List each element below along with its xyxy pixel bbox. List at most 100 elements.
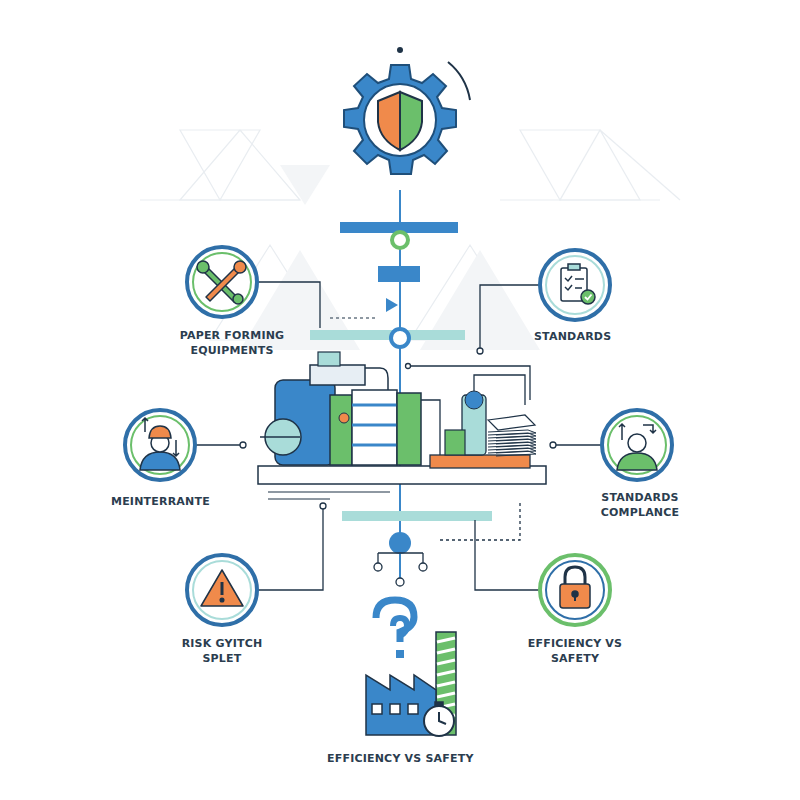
icon-inner-rings	[608, 416, 666, 474]
icon-label: PAPER FORMING EQUIPMENTS	[171, 328, 293, 358]
paper-machine	[352, 444, 397, 447]
icon-circles	[187, 247, 257, 317]
icon-circles	[602, 410, 672, 480]
icon-circles	[540, 555, 610, 625]
paper-machine	[365, 368, 388, 390]
icon-label: RISK GYITCH SPLET	[167, 636, 277, 666]
icon-label: EFFICIENCY VS SAFETY	[525, 636, 625, 666]
compliance-icon	[617, 453, 657, 470]
paper-machine	[330, 395, 352, 465]
leader-dots	[550, 442, 556, 448]
leader-lines	[258, 508, 323, 590]
factory-icon	[437, 638, 455, 642]
lock-icon	[560, 567, 590, 608]
worker-icon	[142, 418, 179, 456]
checklist-icon	[568, 264, 580, 270]
central-spine	[330, 317, 376, 318]
compliance-icon	[628, 434, 646, 452]
factory-icon	[408, 704, 418, 714]
leader-dots	[320, 503, 326, 509]
gear-shield	[397, 47, 403, 53]
label-text: PAPER FORMING EQUIPMENTS	[171, 328, 293, 358]
checklist-icon	[581, 290, 595, 304]
paper-machine	[352, 404, 397, 407]
paper-machine	[339, 413, 349, 423]
factory-icon	[439, 712, 446, 724]
wrench-icon	[197, 261, 246, 304]
central-spine	[342, 511, 492, 521]
icon-inner-rings	[546, 561, 604, 619]
leader-lines	[196, 282, 601, 590]
central-spine	[389, 532, 411, 554]
central-spine	[396, 578, 404, 586]
checklist-icon	[585, 295, 592, 300]
worker-icon	[140, 418, 180, 470]
paper-machine	[258, 466, 546, 484]
paper-machine	[310, 365, 365, 385]
paper-machine	[352, 424, 397, 427]
warning-icon	[201, 570, 243, 606]
warning-icon	[221, 582, 224, 595]
paper-machine	[430, 455, 530, 468]
checklist-icon	[565, 276, 584, 290]
leader-dots	[477, 348, 483, 354]
factory-icon	[437, 693, 455, 697]
leader-dots	[406, 364, 411, 369]
leader-lines	[440, 500, 520, 540]
leader-lines	[556, 444, 601, 445]
factory-icon	[437, 660, 455, 664]
factory-icon	[366, 600, 456, 736]
factory-icon	[437, 671, 455, 675]
gear-shield	[448, 62, 470, 100]
paper-machine	[318, 352, 340, 366]
paper-machine	[474, 375, 525, 405]
paper-machine	[488, 451, 536, 456]
background-fill	[280, 165, 330, 205]
leader-lines	[410, 366, 530, 400]
central-spine	[392, 232, 408, 248]
lock-icon	[560, 584, 590, 608]
icon-inner-rings	[193, 253, 251, 311]
gear-shield	[400, 92, 422, 150]
warning-icon	[201, 570, 243, 606]
gear-shield	[344, 65, 456, 174]
leader-dots	[240, 348, 556, 509]
icon-inner-rings	[546, 256, 604, 314]
label-text: EFFICIENCY VS SAFETY	[327, 751, 474, 766]
central-spine	[374, 563, 382, 571]
gear-shield	[364, 84, 436, 156]
lock-icon	[574, 594, 576, 601]
paper-machine	[465, 391, 483, 409]
icon-label: MEINTERRANTE	[111, 494, 210, 509]
factory-icon	[437, 649, 455, 653]
worker-icon	[149, 426, 171, 438]
wrench-icon	[197, 261, 209, 273]
central-spine	[378, 553, 423, 565]
factory-icon	[437, 682, 455, 686]
label-text: EFFICIENCY VS SAFETY	[525, 636, 625, 666]
label-text: STANDARDS	[534, 329, 611, 344]
checklist-icon	[561, 264, 595, 304]
paper-machine	[488, 430, 536, 456]
compliance-icon	[617, 424, 657, 470]
paper-machine	[260, 436, 300, 438]
background-fill	[240, 165, 540, 350]
icon-inner-rings	[131, 416, 189, 474]
icon-label: STANDARDS	[534, 329, 611, 344]
leader-lines	[480, 285, 539, 348]
icon-circles	[540, 250, 610, 320]
paper-machine	[268, 491, 390, 492]
factory-icon	[376, 600, 414, 642]
paper-machine	[268, 498, 330, 499]
leader-lines	[475, 520, 539, 590]
central-spine	[310, 330, 465, 340]
label-text: STANDARDS COMPLANCE	[575, 490, 705, 520]
icon-inner-rings	[131, 253, 666, 619]
paper-machine	[258, 352, 546, 499]
icon-label: EFFICIENCY VS SAFETY	[327, 751, 474, 766]
icon-circles	[125, 410, 195, 480]
paper-machine	[421, 400, 440, 455]
central-spine	[391, 329, 409, 347]
